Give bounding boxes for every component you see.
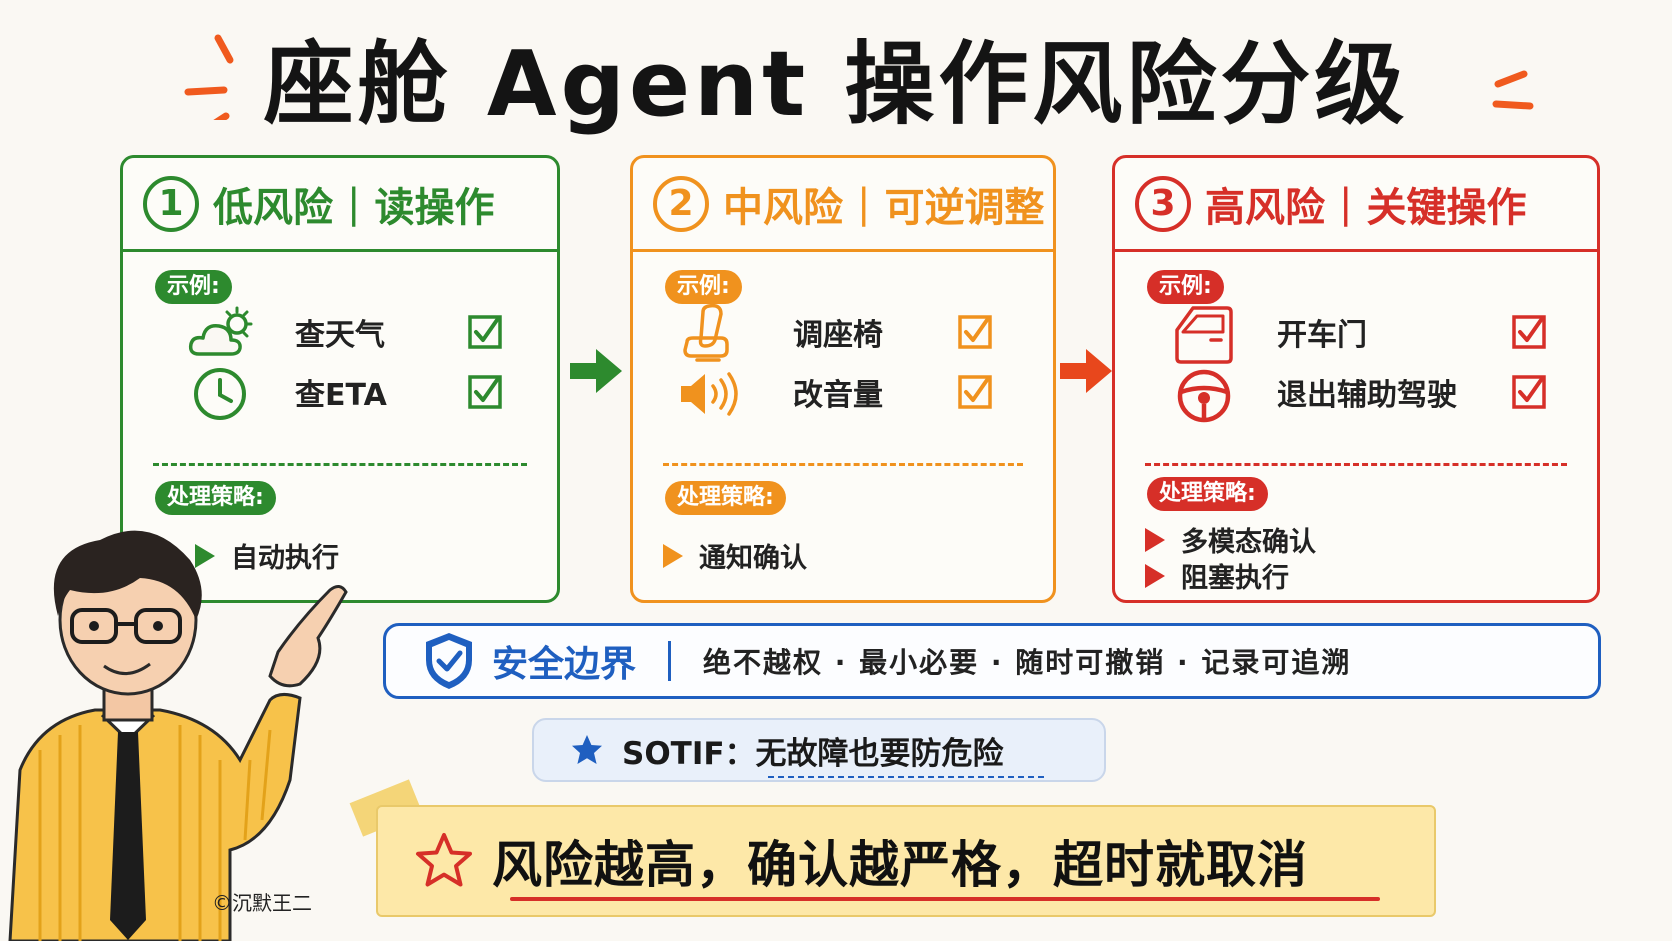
- example-item: 查ETA: [123, 364, 563, 420]
- example-item: 退出辅助驾驶: [1115, 364, 1603, 423]
- check-icon: [1512, 375, 1546, 409]
- strategy-item: 阻塞执行: [1145, 556, 1289, 595]
- example-item: 调座椅: [633, 303, 1059, 362]
- sotif-note: SOTIF：无故障也要防危险: [532, 718, 1106, 782]
- risk-level: 中风险: [723, 184, 843, 231]
- shield-check-icon: [426, 633, 472, 689]
- copyright: ©沉默王二: [212, 891, 312, 915]
- check-icon: [468, 315, 502, 349]
- safety-title: 安全边界: [492, 644, 637, 685]
- triangle-bullet-icon: [1145, 527, 1165, 552]
- operation-type: 关键操作: [1366, 184, 1527, 231]
- check-icon: [958, 375, 992, 409]
- triangle-bullet-icon: [663, 543, 683, 568]
- check-icon: [958, 315, 992, 349]
- strategy-text: 多模态确认: [1181, 527, 1316, 558]
- check-icon: [468, 375, 502, 409]
- example-item: 查天气: [123, 304, 563, 360]
- safety-boundary-banner: 安全边界 绝不越权 · 最小必要 · 随时可撤销 · 记录可追溯: [383, 623, 1601, 699]
- check-icon: [1512, 315, 1546, 349]
- clock-icon: [194, 368, 246, 420]
- triangle-bullet-icon: [1145, 563, 1165, 588]
- strategy-text: 通知确认: [699, 543, 807, 574]
- level-number: 2: [653, 175, 709, 232]
- strategy-pill: 处理策略:: [665, 481, 786, 515]
- example-item: 开车门: [1115, 304, 1603, 364]
- high-risk-card: 3 高风险 | 关键操作 示例: 开车门 退出辅助驾驶 处理策略:: [1112, 155, 1600, 603]
- high-risk-header: 3 高风险 | 关键操作: [1115, 158, 1597, 252]
- divider: [153, 463, 527, 466]
- divider: [1145, 463, 1567, 466]
- example-item: 改音量: [633, 364, 1059, 420]
- character-illustration: [8, 530, 348, 941]
- example-label: 开车门: [1277, 318, 1367, 353]
- car-seat-icon: [683, 303, 729, 362]
- spark-left-icon: [184, 34, 234, 120]
- risk-level: 高风险: [1205, 184, 1325, 231]
- star-outline-icon: [416, 833, 472, 887]
- strategy-item: 通知确认: [663, 536, 807, 575]
- cloud-sun-icon: [188, 306, 253, 356]
- car-door-icon: [1175, 306, 1233, 364]
- safety-principles: 绝不越权 · 最小必要 · 随时可撤销 · 记录可追溯: [703, 646, 1352, 679]
- page-title: 座舱 Agent 操作风险分级: [263, 32, 1409, 137]
- example-label: 改音量: [793, 378, 883, 413]
- strategy-text: 自动执行: [231, 543, 339, 574]
- strategy-item: 多模态确认: [1145, 520, 1316, 559]
- operation-type: 读操作: [374, 184, 495, 231]
- strategy-pill: 处理策略:: [1147, 477, 1268, 511]
- example-label: 退出辅助驾驶: [1277, 378, 1457, 413]
- low-risk-header: 1 低风险 | 读操作: [123, 158, 557, 252]
- risk-level: 低风险: [213, 184, 333, 231]
- triangle-bullet-icon: [195, 543, 215, 568]
- examples-pill: 示例:: [155, 270, 232, 304]
- speaker-icon: [681, 372, 738, 416]
- conclusion-underline: [510, 897, 1380, 901]
- strategy-item: 自动执行: [195, 536, 339, 575]
- arrow-right-icon: [570, 349, 622, 393]
- divider: [663, 463, 1023, 466]
- steering-wheel-icon: [1177, 369, 1231, 423]
- conclusion-text: 风险越高，确认越严格，超时就取消: [492, 836, 1308, 894]
- arrow-right-icon: [1060, 349, 1112, 393]
- strategy-text: 阻塞执行: [1181, 563, 1289, 594]
- sotif-underline: [768, 776, 1044, 778]
- example-label: 查ETA: [295, 378, 387, 413]
- star-icon: [572, 735, 602, 764]
- examples-pill: 示例:: [665, 270, 742, 304]
- low-risk-card: 1 低风险 | 读操作 示例: 查天气 查ETA 处理策略: 自动执行: [120, 155, 560, 603]
- example-label: 调座椅: [793, 318, 883, 353]
- level-number: 3: [1135, 175, 1191, 232]
- example-label: 查天气: [295, 318, 385, 353]
- spark-right-icon: [1492, 70, 1534, 110]
- examples-pill: 示例:: [1147, 270, 1224, 304]
- medium-risk-header: 2 中风险 | 可逆调整: [633, 158, 1053, 252]
- sotif-text: SOTIF：无故障也要防危险: [622, 735, 1004, 772]
- strategy-pill: 处理策略:: [155, 481, 276, 515]
- level-number: 1: [143, 175, 199, 232]
- operation-type: 可逆调整: [884, 184, 1045, 231]
- medium-risk-card: 2 中风险 | 可逆调整 示例: 调座椅 改音量 处理策略:: [630, 155, 1056, 603]
